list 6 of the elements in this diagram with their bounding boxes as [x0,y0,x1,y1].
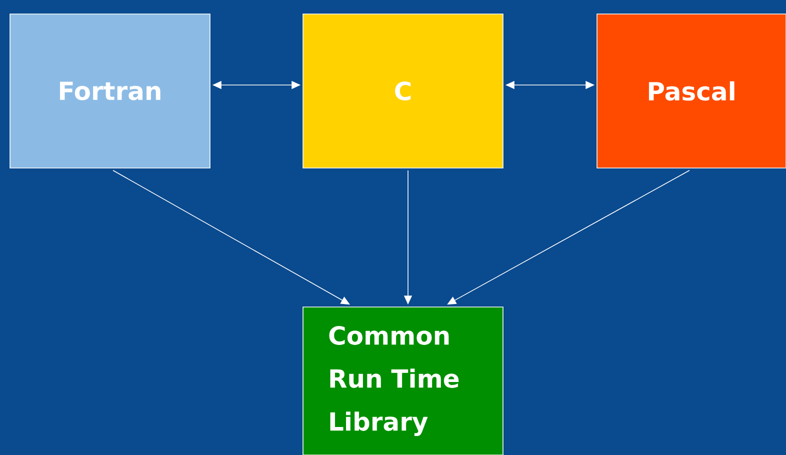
arrow [447,170,690,305]
language-box: C [302,14,504,168]
arrow [112,170,350,305]
library-box: Common Run Time Library [302,306,504,455]
language-box: Pascal [596,14,786,168]
language-box: Fortran [10,14,210,168]
